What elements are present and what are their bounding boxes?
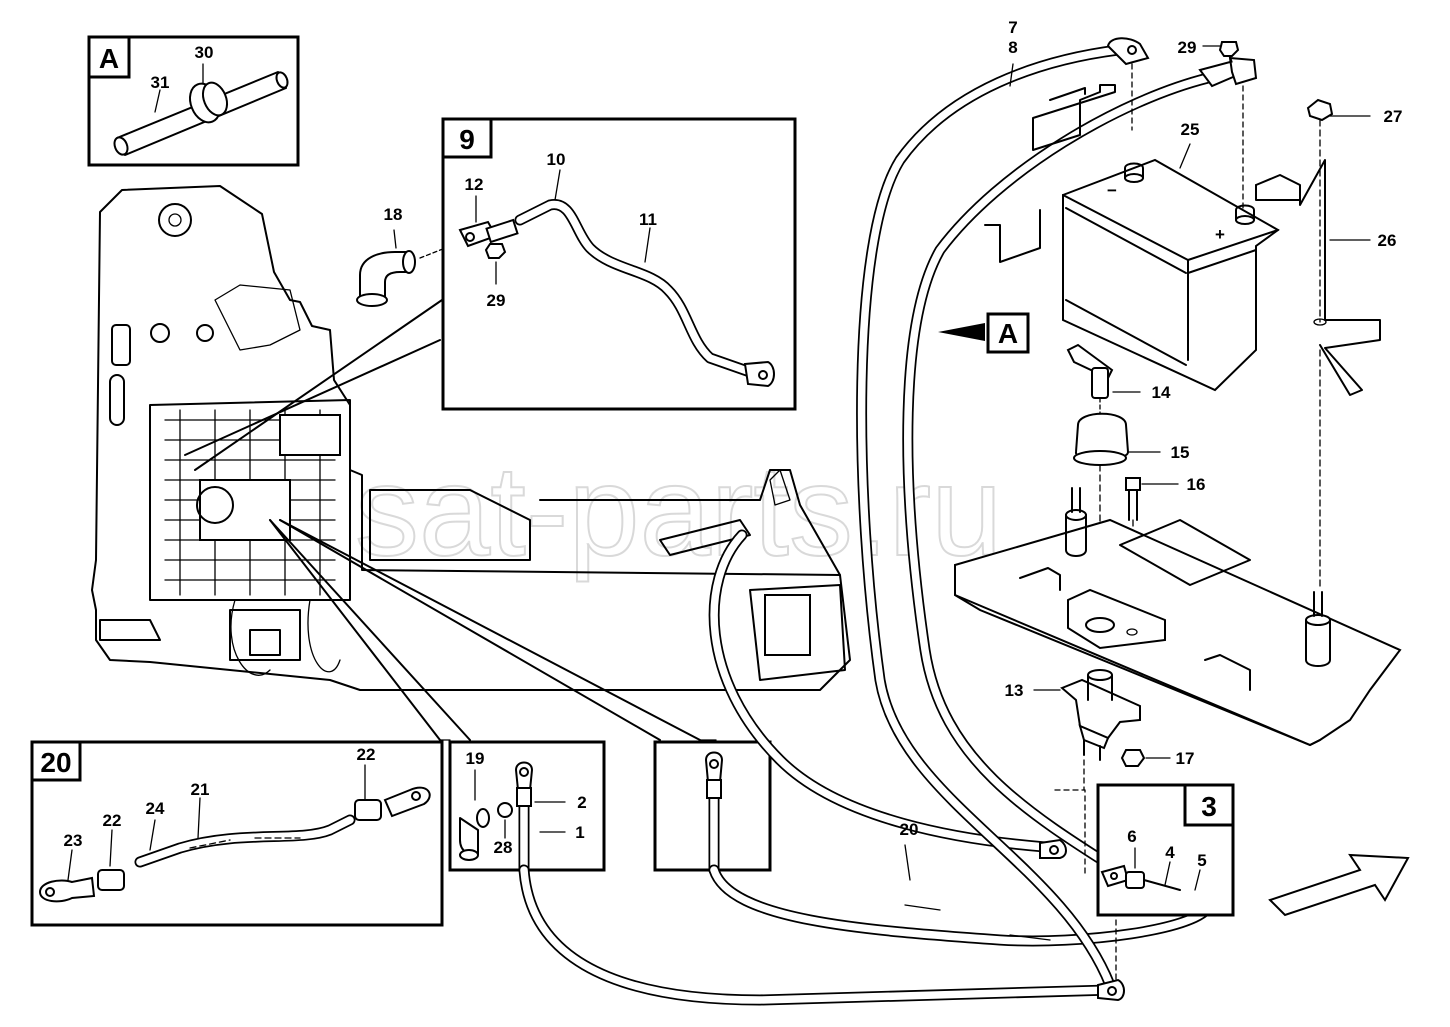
detail-9-tag: 9 <box>459 124 475 155</box>
callout-28: 28 <box>494 838 513 857</box>
callout-21: 21 <box>191 780 210 799</box>
detail-box-20: 20 23 22 24 21 22 <box>30 740 444 927</box>
engine-frame-drawing <box>91 185 851 691</box>
callout-10: 10 <box>547 150 566 169</box>
detail-box-9: 9 12 10 11 29 <box>441 117 797 411</box>
callout-22-right: 22 <box>357 745 376 764</box>
callout-17: 17 <box>1176 749 1195 768</box>
callout-27: 27 <box>1384 107 1403 126</box>
callout-1: 1 <box>575 823 584 842</box>
callout-22-left: 22 <box>103 811 122 830</box>
battery-switch-parts: 14 15 16 <box>1066 343 1206 631</box>
callout-20: 20 <box>900 820 919 839</box>
callout-13: 13 <box>1005 681 1024 700</box>
detail-box-3: 3 6 4 5 <box>1096 783 1235 917</box>
cable-terminal-hole <box>1107 986 1117 996</box>
callout-26: 26 <box>1378 231 1397 250</box>
battery-switch-base: 13 17 <box>1005 669 1195 996</box>
callout-25: 25 <box>1181 120 1200 139</box>
detail-box-a: A 30 31 <box>87 35 300 167</box>
callout-leaders <box>184 299 717 741</box>
callout-29-top: 29 <box>1178 38 1197 57</box>
main-cables: 20 <box>518 44 1216 1006</box>
callout-29-box9: 29 <box>487 291 506 310</box>
battery: − + 25 <box>1062 120 1280 392</box>
callout-14: 14 <box>1152 383 1171 402</box>
detail-box-cable-1: 19 28 2 1 <box>448 740 606 876</box>
callout-24: 24 <box>146 799 165 818</box>
callout-4: 4 <box>1165 843 1175 862</box>
callout-7: 7 <box>1008 18 1017 37</box>
top-terminals: 7 8 29 <box>1008 18 1258 211</box>
callout-5: 5 <box>1197 851 1206 870</box>
callout-23: 23 <box>64 831 83 850</box>
callout-30: 30 <box>195 43 214 62</box>
detail-3-tag: 3 <box>1201 791 1217 822</box>
battery-positive-mark: + <box>1215 225 1225 244</box>
direction-arrow <box>1268 853 1410 917</box>
callout-8: 8 <box>1008 38 1017 57</box>
callout-19: 19 <box>466 749 485 768</box>
callout-12: 12 <box>465 175 484 194</box>
callout-15: 15 <box>1171 443 1190 462</box>
callout-6: 6 <box>1127 827 1136 846</box>
mounting-plate <box>954 487 1402 747</box>
callout-31: 31 <box>151 73 170 92</box>
part-18-elbow: 18 <box>356 205 416 307</box>
cable-terminal-bottom <box>1097 978 1125 1002</box>
battery-negative-mark: − <box>1107 181 1117 200</box>
callout-11: 11 <box>639 210 657 229</box>
view-arrow-a: A <box>938 312 1030 354</box>
detail-20-tag: 20 <box>40 747 71 778</box>
detail-a-tag: A <box>99 43 119 74</box>
view-a-tag: A <box>998 318 1018 349</box>
part-18-guide <box>419 242 459 259</box>
callout-16: 16 <box>1187 475 1206 494</box>
detail-box-cable-20 <box>653 740 772 876</box>
battery-bracket <box>984 84 1116 263</box>
callout-2: 2 <box>577 793 586 812</box>
hold-down-bracket: 27 26 <box>1255 98 1403 591</box>
callout-18: 18 <box>384 205 403 224</box>
